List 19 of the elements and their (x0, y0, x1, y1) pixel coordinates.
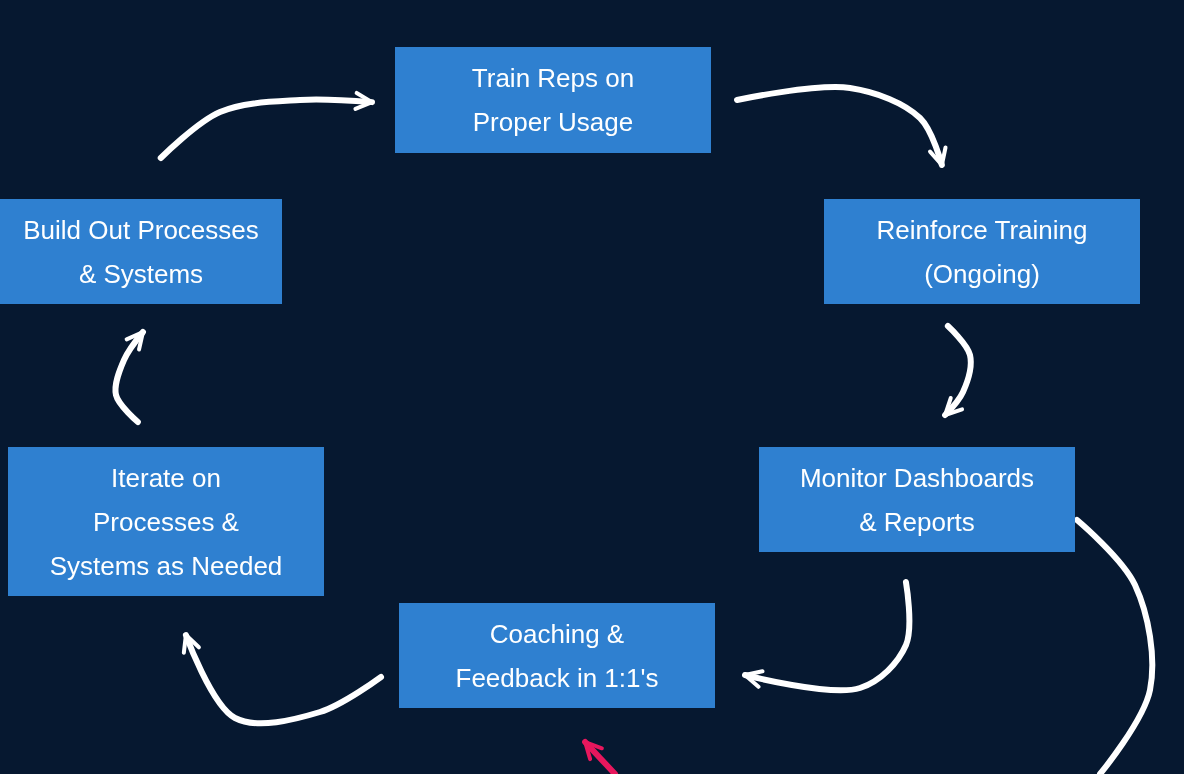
box-label: Reinforce Training (Ongoing) (875, 213, 1089, 291)
arrow (157, 90, 375, 161)
process-box (8, 447, 324, 596)
process-box (824, 199, 1140, 304)
box-label: Coaching & Feedback in 1:1's (454, 617, 660, 695)
arrow (582, 739, 618, 774)
arrow (942, 323, 974, 418)
arrow (112, 329, 146, 425)
arrow (181, 632, 384, 727)
process-box (0, 199, 282, 304)
process-box (759, 447, 1075, 552)
arrow (734, 84, 948, 168)
box-label: Build Out Processes & Systems (22, 213, 260, 291)
box-label: Monitor Dashboards & Reports (798, 461, 1036, 539)
process-box (395, 47, 711, 153)
box-label: Train Reps on Proper Usage (470, 62, 636, 139)
box-label: Iterate on Processes & Systems as Needed (48, 461, 284, 583)
process-box (399, 603, 715, 708)
arrow (742, 579, 913, 694)
